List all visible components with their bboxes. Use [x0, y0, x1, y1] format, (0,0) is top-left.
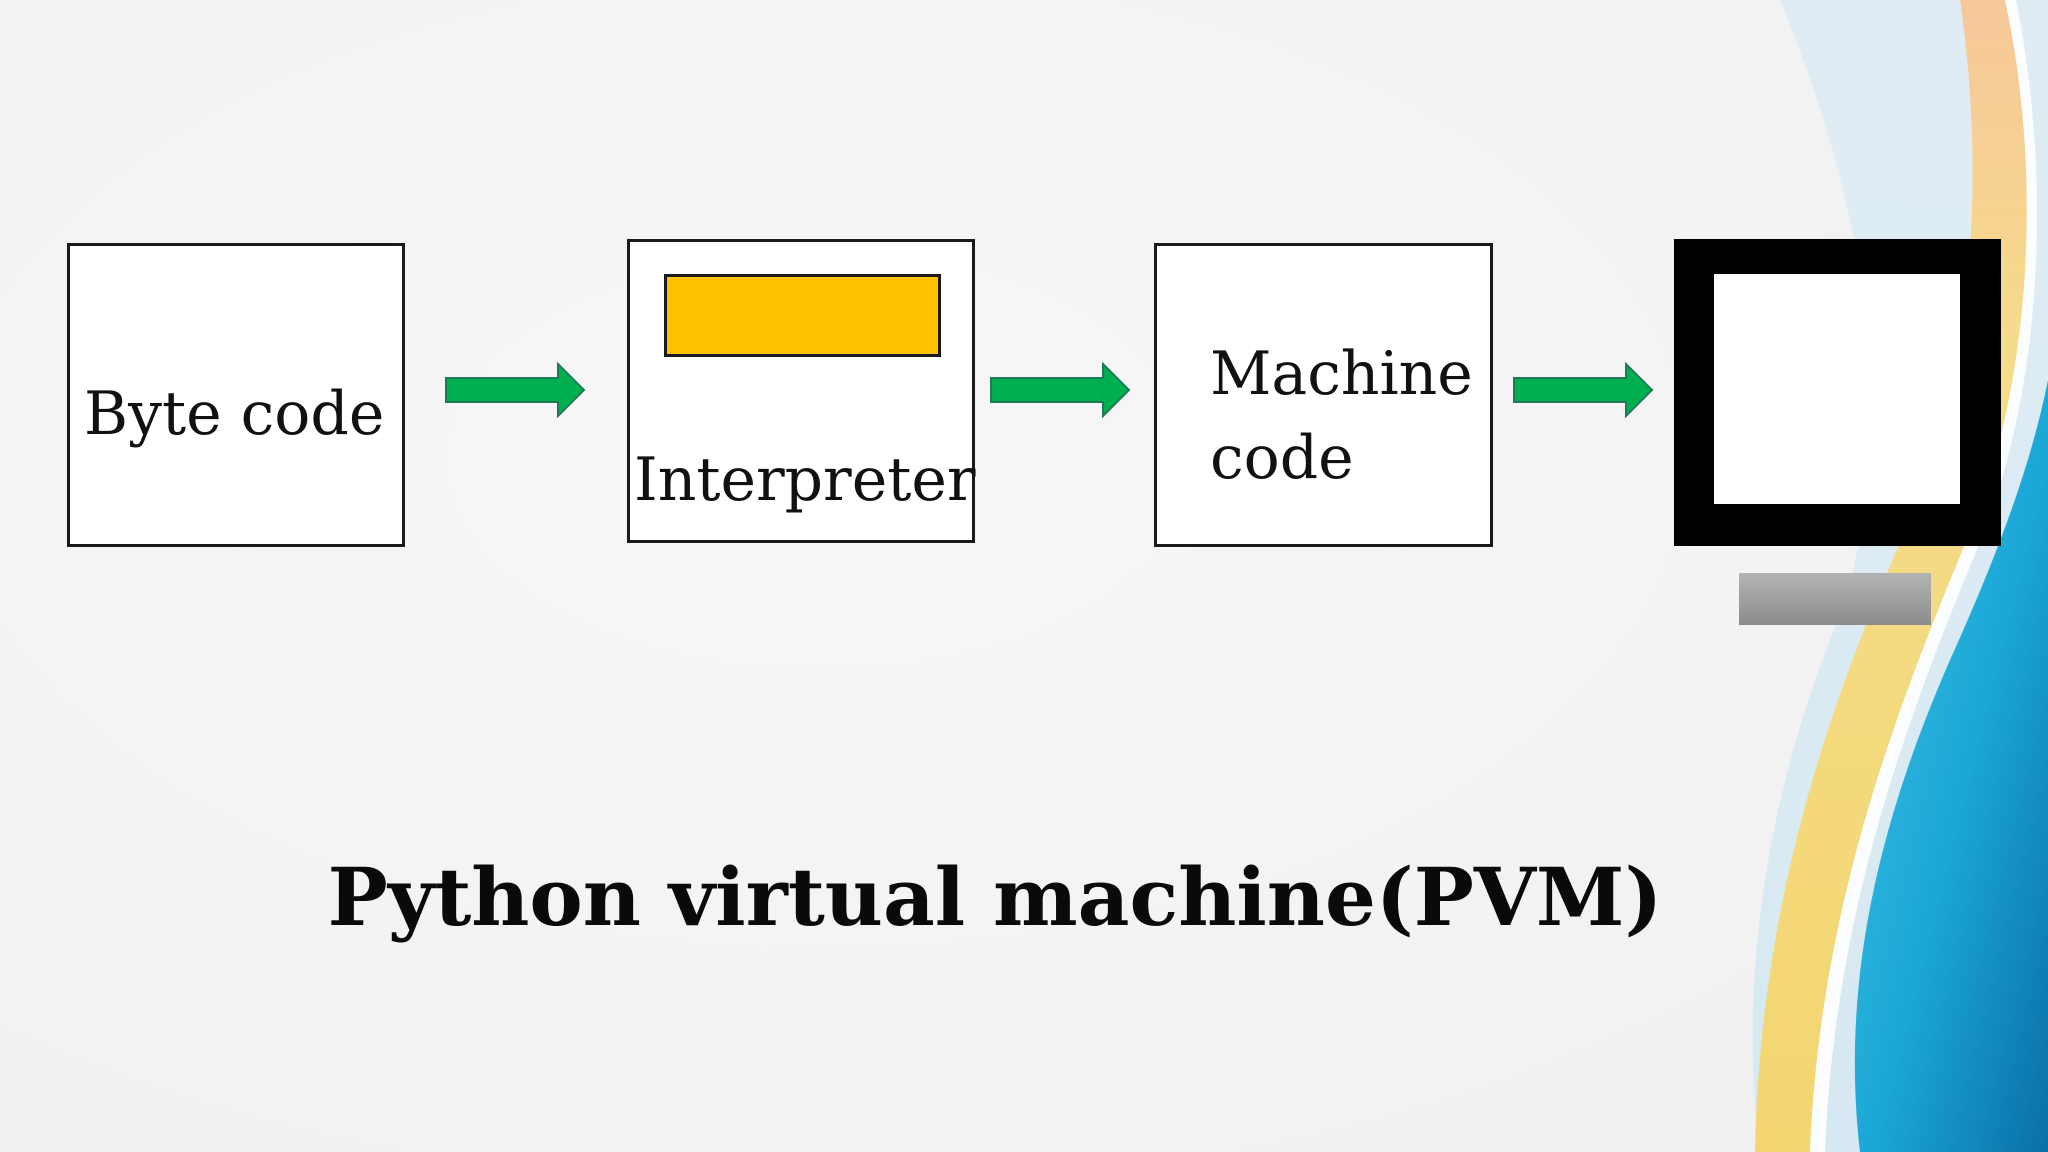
right-arrow-icon [445, 362, 586, 418]
right-arrow-icon [1513, 362, 1654, 418]
monitor-stand [1739, 573, 1931, 625]
interpreter-box: Interpreter [627, 239, 976, 543]
bytecode-box: Byte code [67, 243, 405, 547]
bytecode-label: Byte code [84, 379, 385, 449]
machine-code-label-line2: code [1210, 423, 1354, 493]
diagram-title: Python virtual machine(PVM) [327, 850, 1663, 944]
right-arrow-icon [990, 362, 1131, 418]
interpreter-bar [664, 274, 941, 357]
machine-code-label-line1: Machine [1210, 339, 1473, 409]
monitor-icon [1674, 239, 2001, 546]
monitor-screen [1714, 274, 1960, 504]
machine-code-box: Machine code [1154, 243, 1493, 547]
interpreter-label: Interpreter [634, 445, 976, 515]
